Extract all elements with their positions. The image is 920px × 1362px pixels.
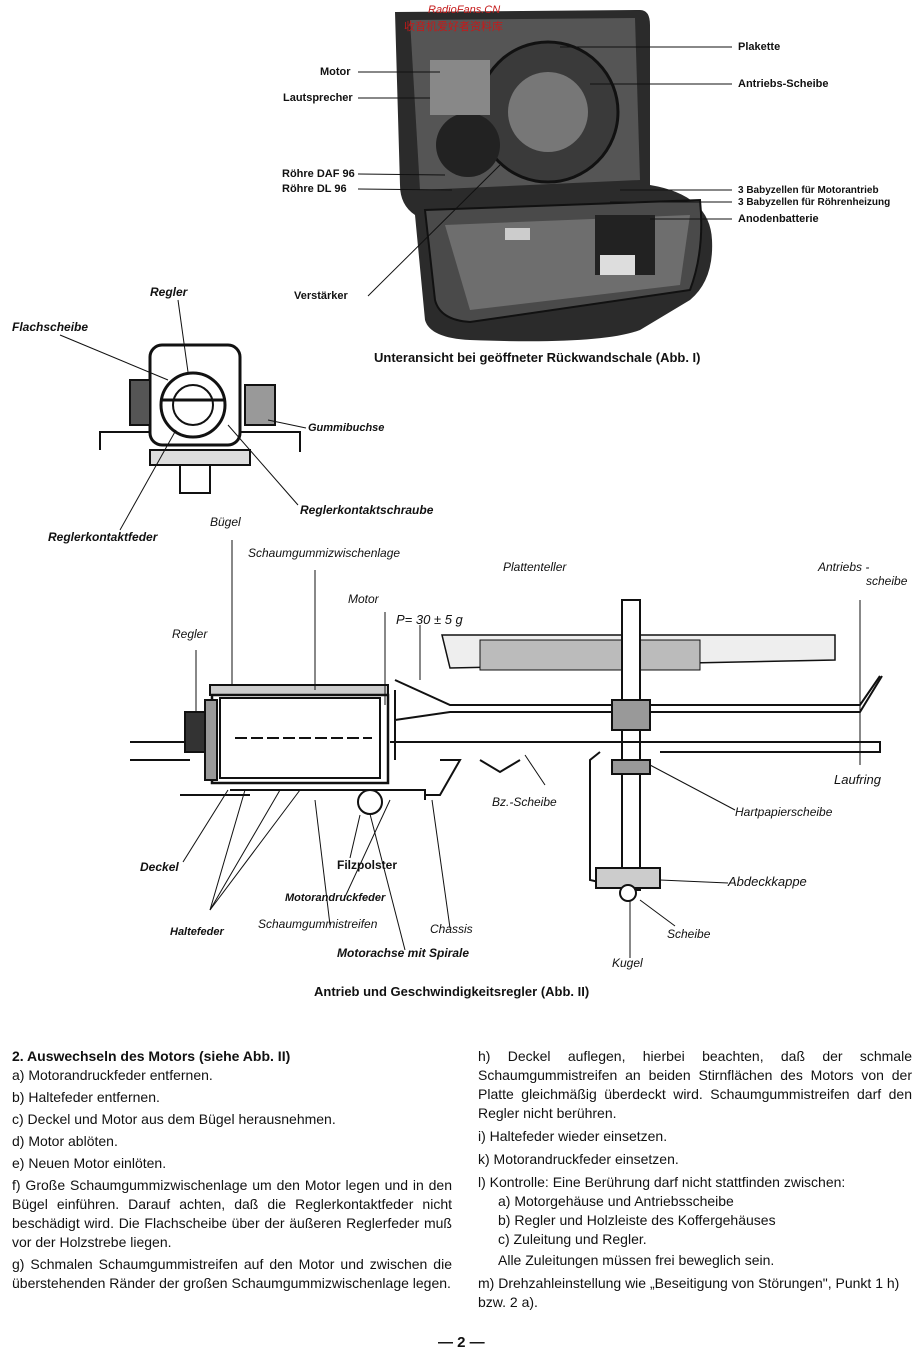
fig2-label-laufring: Laufring: [834, 772, 881, 787]
detail-label-gummibuchse: Gummibuchse: [308, 422, 385, 434]
step-g: g) Schmalen Schaumgummistreifen auf den …: [12, 1256, 452, 1291]
step-l-note: Alle Zuleitungen müssen frei beweglich s…: [498, 1252, 775, 1268]
fig2-label-hartpapierscheibe: Hartpapierscheibe: [735, 805, 833, 819]
fig2-label-haltefeder: Haltefeder: [170, 926, 224, 938]
instructions-left: 2. Auswechseln des Motors (siehe Abb. II…: [12, 1047, 452, 1293]
fig1-caption: Unteransicht bei geöffneter Rückwandscha…: [374, 350, 701, 365]
page-number: — 2 —: [438, 1334, 485, 1351]
fig2-label-buegel: Bügel: [210, 515, 241, 529]
fig1-label-motor: Motor: [320, 66, 351, 78]
fig1-label-roehre-dl96: Röhre DL 96: [282, 183, 347, 195]
fig2-label-regler: Regler: [172, 627, 208, 641]
step-l-c: c) Zuleitung und Regler.: [498, 1231, 647, 1247]
fig1-label-lautsprecher: Lautsprecher: [283, 92, 353, 104]
fig1-label-anodenbatterie: Anodenbatterie: [738, 213, 819, 225]
fig2-label-kugel: Kugel: [612, 956, 643, 970]
regler-detail-drawing: [99, 343, 301, 494]
fig1-label-babyzellen-motor: 3 Babyzellen für Motorantrieb: [738, 185, 879, 196]
fig2-label-deckel: Deckel: [140, 860, 179, 874]
detail-label-reglerkontaktfeder: Reglerkontaktfeder: [48, 530, 158, 544]
step-k: k) Motorandruckfeder einsetzen.: [478, 1151, 679, 1167]
fig2-caption: Antrieb und Geschwindigkeitsregler (Abb.…: [314, 984, 590, 999]
step-l-b: b) Regler und Holzleiste des Koffergehäu…: [498, 1212, 776, 1228]
fig2-label-motor: Motor: [348, 592, 379, 606]
instructions-right: h) Deckel auflegen, hierbei beachten, da…: [478, 1047, 912, 1312]
watermark-site: RadioFans.CN: [428, 4, 501, 16]
step-d: d) Motor ablöten.: [12, 1133, 118, 1149]
step-b: b) Haltefeder entfernen.: [12, 1089, 160, 1105]
detail-label-flachscheibe: Flachscheibe: [12, 320, 89, 334]
step-f: f) Große Schaumgummizwischenlage um den …: [12, 1177, 452, 1250]
fig2-label-scheibe-top: scheibe: [866, 574, 908, 588]
detail-label-reglerkontaktschraube: Reglerkontaktschraube: [300, 503, 434, 517]
step-l: l) Kontrolle: Eine Berührung darf nicht …: [478, 1174, 846, 1190]
fig2-label-pressure: P= 30 ± 5 g: [396, 612, 463, 627]
fig2-label-motorandruckfeder: Motorandruckfeder: [285, 892, 386, 904]
fig1-label-plakette: Plakette: [738, 41, 781, 53]
step-h: h) Deckel auflegen, hierbei beachten, da…: [478, 1048, 912, 1121]
fig2-label-schaumgummizwischenlage: Schaumgummizwischenlage: [248, 546, 401, 560]
fig1-label-antriebs-scheibe: Antriebs-Scheibe: [738, 78, 829, 90]
fig2-label-chassis: Chassis: [430, 922, 473, 936]
fig2-label-schaumgummistreifen: Schaumgummistreifen: [258, 917, 378, 931]
fig1-label-roehre-daf96: Röhre DAF 96: [282, 168, 355, 180]
watermark-subtitle: 收音机爱好者资料库: [404, 21, 503, 33]
radio-photo: [395, 10, 713, 342]
step-e: e) Neuen Motor einlöten.: [12, 1155, 167, 1171]
detail-label-regler: Regler: [150, 285, 188, 299]
fig2-label-bz-scheibe: Bz.-Scheibe: [492, 795, 557, 809]
fig2-label-abdeckkappe: Abdeckkappe: [728, 874, 807, 889]
instructions-heading: 2. Auswechseln des Motors (siehe Abb. II…: [12, 1048, 291, 1064]
step-a: a) Motorandruckfeder entfernen.: [12, 1067, 213, 1083]
fig2-label-plattenteller: Plattenteller: [503, 560, 567, 574]
fig2-label-motorachse: Motorachse mit Spirale: [337, 946, 470, 960]
step-i: i) Haltefeder wieder einsetzen.: [478, 1128, 668, 1144]
fig2-label-filzpolster: Filzpolster: [337, 858, 398, 872]
step-l-a: a) Motorgehäuse und Antriebsscheibe: [498, 1193, 734, 1209]
fig1-label-babyzellen-roehre: 3 Babyzellen für Röhrenheizung: [738, 197, 891, 208]
fig2-label-antriebs: Antriebs -: [818, 560, 870, 574]
step-m: m) Drehzahleinstellung wie „Beseitigung …: [478, 1275, 900, 1310]
drive-cross-section: [130, 599, 883, 902]
fig2-label-scheibe-bottom: Scheibe: [667, 927, 711, 941]
fig1-label-verstaerker: Verstärker: [294, 290, 348, 302]
step-c: c) Deckel und Motor aus dem Bügel heraus…: [12, 1111, 336, 1127]
